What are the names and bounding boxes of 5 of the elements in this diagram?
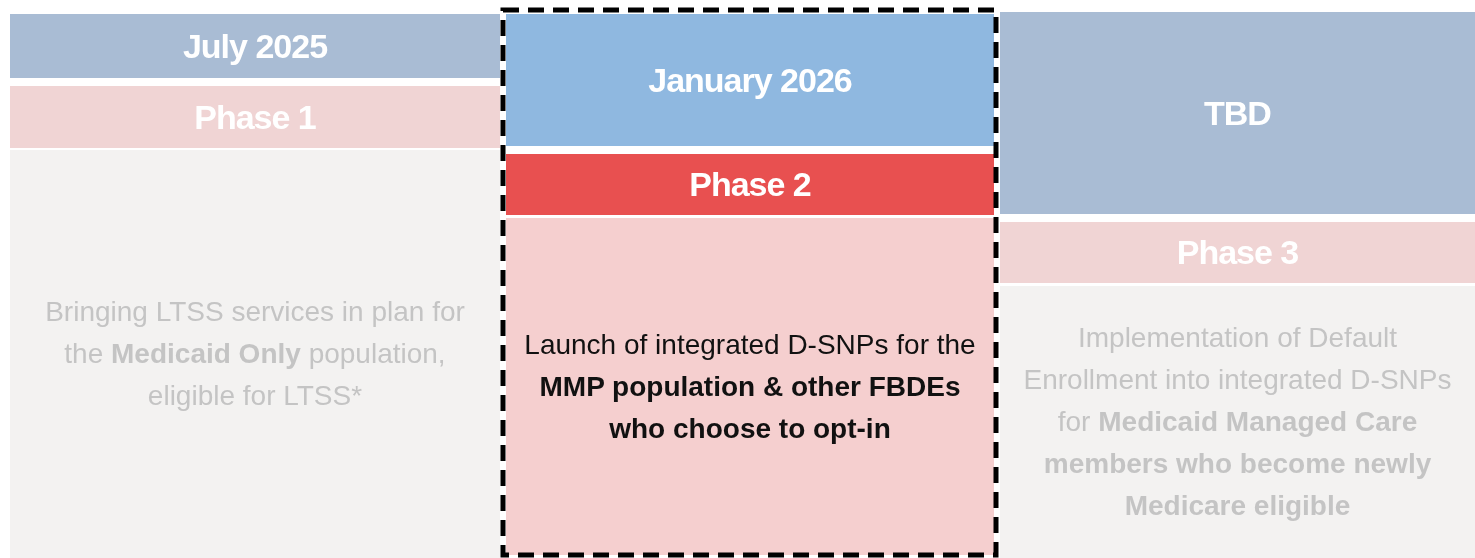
date-header: January 2026 <box>506 14 994 146</box>
date-header: TBD <box>1000 12 1475 214</box>
phase-description: Launch of integrated D-SNPs for the MMP population & other FBDEs who choose to opt-in <box>506 218 994 555</box>
date-header: July 2025 <box>10 14 500 78</box>
phase-header: Phase 2 <box>506 154 994 215</box>
